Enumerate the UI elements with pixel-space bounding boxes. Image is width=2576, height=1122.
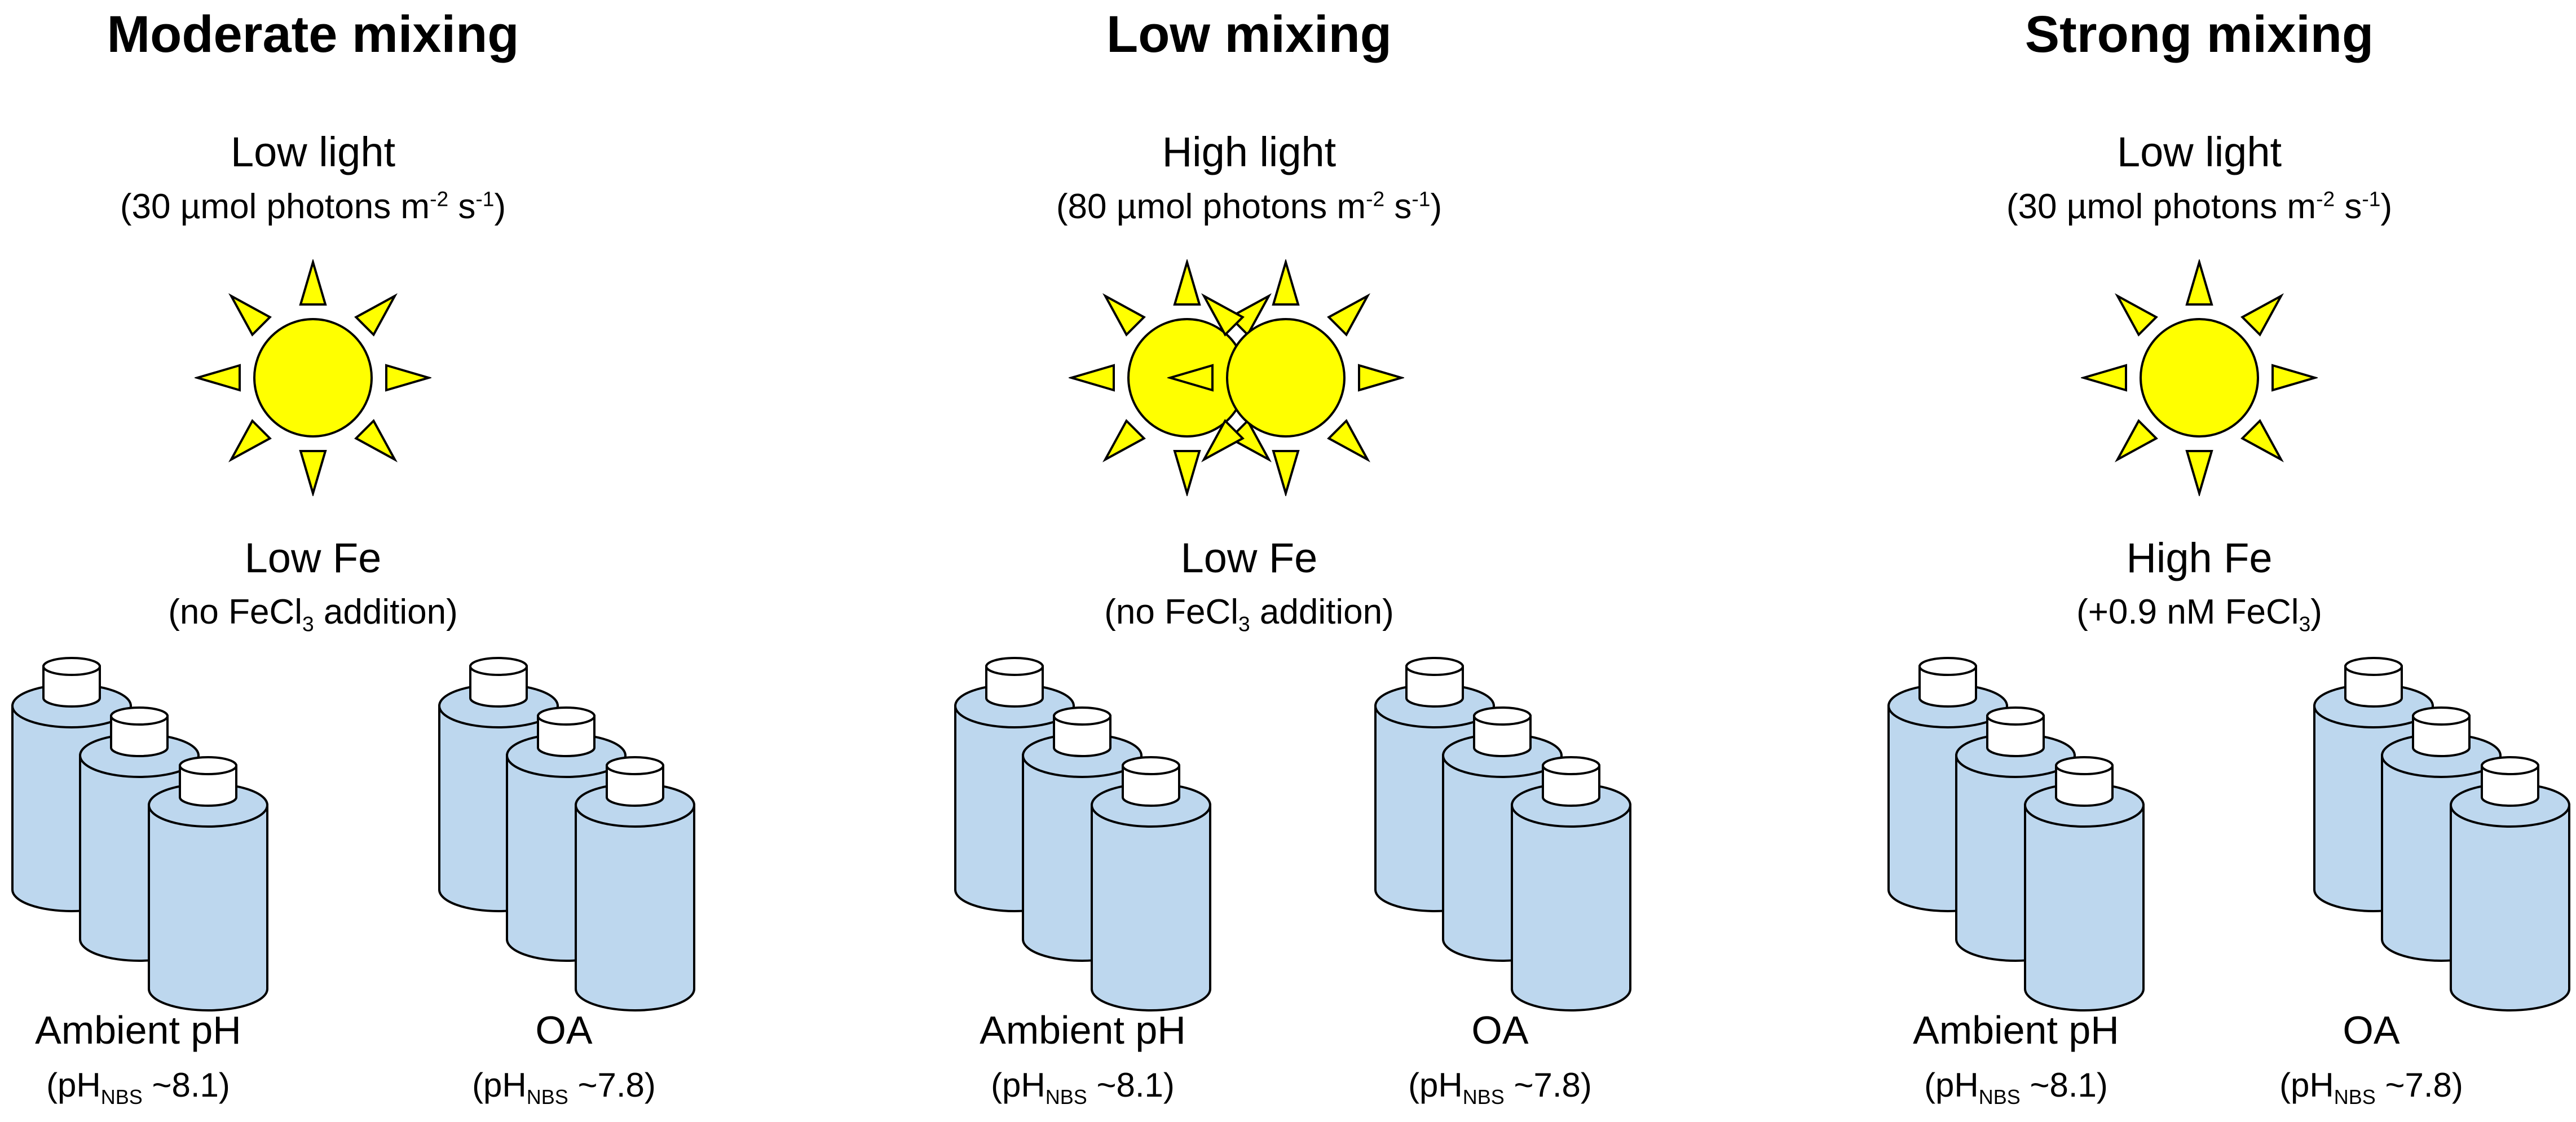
culture-bottle-icon <box>2449 753 2571 1013</box>
group-label-oa: OA <box>2343 1008 2400 1052</box>
culture-bottle-icon <box>2023 753 2146 1013</box>
sun-icon <box>2081 259 2318 496</box>
light-detail: (80 µmol photons m-2 s-1) <box>1056 187 1443 226</box>
panel-strong-mixing: Strong mixing Low light (30 µmol photons… <box>1886 0 2512 1122</box>
culture-bottle-icon <box>574 753 696 1013</box>
panel-title: Strong mixing <box>2024 6 2374 63</box>
group-label-oa: OA <box>535 1008 593 1052</box>
group-ph-oa: (pHNBS ~7.8) <box>472 1066 656 1108</box>
fe-label: Low Fe <box>244 535 382 581</box>
fe-detail: (no FeCl3 addition) <box>168 593 458 636</box>
sun-icon <box>195 259 431 496</box>
group-ph-ambient: (pHNBS ~8.1) <box>1924 1066 2108 1108</box>
panel-title: Moderate mixing <box>107 6 519 63</box>
group-label-ambient: Ambient pH <box>980 1008 1186 1052</box>
panel-moderate-mixing: Moderate mixing Low light (30 µmol photo… <box>0 0 626 1122</box>
panel-low-mixing: Low mixing High light (80 µmol photons m… <box>936 0 1562 1122</box>
sun-icon <box>1167 259 1404 496</box>
fe-detail: (+0.9 nM FeCl3) <box>2076 593 2322 636</box>
group-ph-oa: (pHNBS ~7.8) <box>2279 1066 2463 1108</box>
light-label: Low light <box>230 129 396 175</box>
fe-label: Low Fe <box>1180 535 1318 581</box>
culture-bottle-icon <box>1089 753 1212 1013</box>
light-detail: (30 µmol photons m-2 s-1) <box>120 187 506 226</box>
light-detail: (30 µmol photons m-2 s-1) <box>2006 187 2393 226</box>
panel-title: Low mixing <box>1106 6 1392 63</box>
group-ph-oa: (pHNBS ~7.8) <box>1408 1066 1592 1108</box>
culture-bottle-icon <box>147 753 270 1013</box>
culture-bottle-icon <box>1510 753 1633 1013</box>
fe-label: High Fe <box>2126 535 2273 581</box>
group-label-ambient: Ambient pH <box>35 1008 241 1052</box>
group-ph-ambient: (pHNBS ~8.1) <box>46 1066 230 1108</box>
group-label-ambient: Ambient pH <box>1913 1008 2119 1052</box>
fe-detail: (no FeCl3 addition) <box>1104 593 1394 636</box>
group-ph-ambient: (pHNBS ~8.1) <box>991 1066 1175 1108</box>
light-label: Low light <box>2116 129 2282 175</box>
light-label: High light <box>1162 129 1336 175</box>
group-label-oa: OA <box>1471 1008 1529 1052</box>
